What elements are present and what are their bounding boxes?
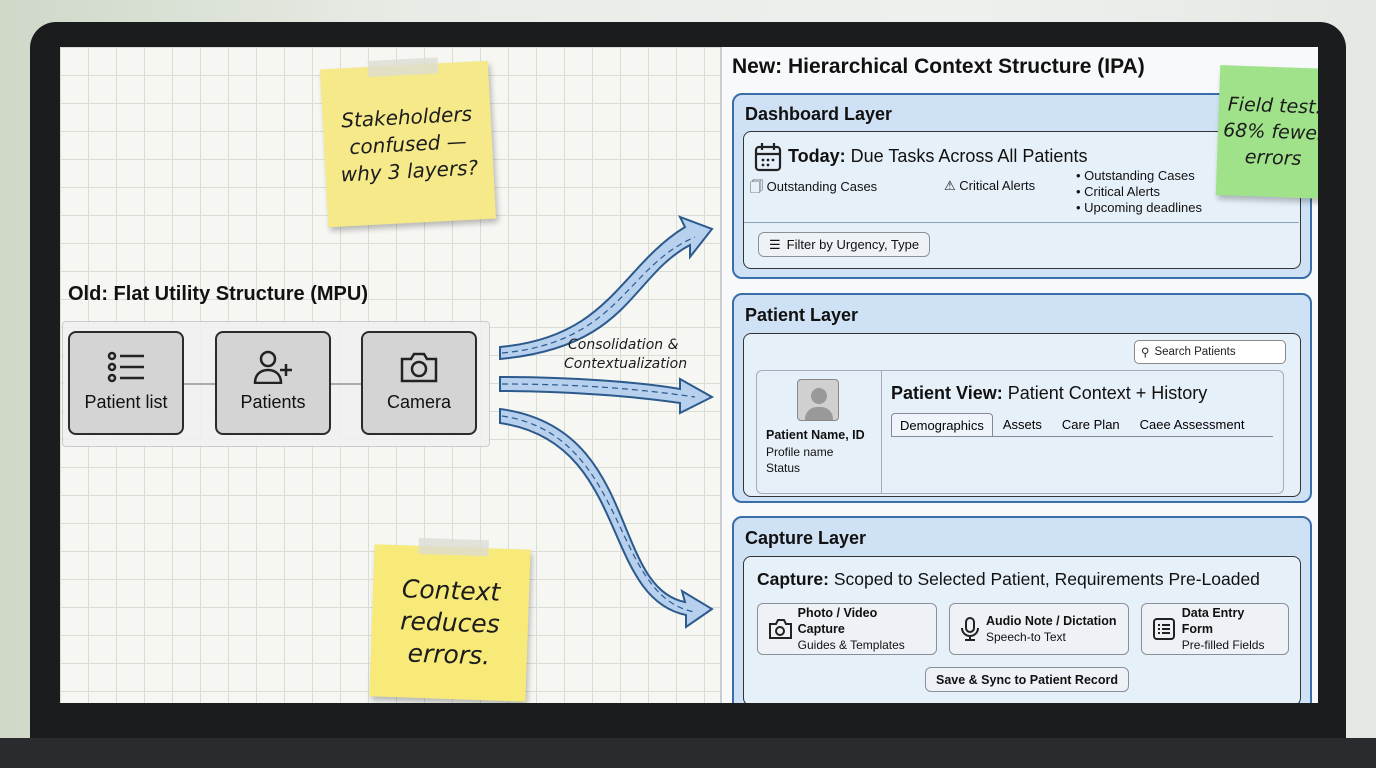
sticky-note-stakeholders: Stakeholders confused — why 3 layers? bbox=[319, 57, 497, 228]
outstanding-cases-item[interactable]: 🗍 Outstanding Cases bbox=[750, 179, 878, 194]
tab-assets[interactable]: Assets bbox=[1002, 417, 1042, 432]
patient-status: Status bbox=[766, 461, 801, 475]
bullet-item: • Outstanding Cases bbox=[1076, 168, 1195, 183]
old-structure-title: Old: Flat Utility Structure (MPU) bbox=[68, 283, 368, 305]
warning-icon: ⚠ bbox=[944, 178, 960, 193]
new-structure-title: New: Hierarchical Context Structure (IPA… bbox=[732, 55, 1145, 78]
dashboard-card: Today: Due Tasks Across All Patients 🗍 O… bbox=[743, 131, 1301, 269]
sticky-note-field-test: Field test: 68% fewer errors bbox=[1215, 65, 1318, 199]
capture-heading: Capture: Scoped to Selected Patient, Req… bbox=[757, 569, 1260, 589]
layer-label: Capture Layer bbox=[745, 528, 867, 548]
tile-camera[interactable]: Camera bbox=[361, 331, 477, 435]
tile-patients[interactable]: Patients bbox=[215, 331, 331, 435]
filter-button[interactable]: ☰Filter by Urgency, Type bbox=[758, 232, 931, 257]
bullet-item: • Upcoming deadlines bbox=[1076, 200, 1202, 215]
calendar-icon bbox=[754, 143, 782, 172]
patient-tabs: Demographics Assets Care Plan Caee Asses… bbox=[891, 413, 1273, 437]
bullet-item: • Critical Alerts bbox=[1076, 184, 1161, 199]
arrow-label: Contextualization bbox=[564, 356, 688, 372]
arrow-label: Consolidation & bbox=[568, 337, 679, 353]
critical-alerts-item[interactable]: ⚠ Critical Alerts bbox=[944, 178, 1036, 193]
divider bbox=[744, 222, 1299, 223]
note-line: Field test: bbox=[1227, 93, 1318, 119]
form-icon bbox=[1153, 618, 1175, 640]
patient-card: ⚲Search Patients Patient Name, ID Profil… bbox=[743, 333, 1301, 497]
tab-care-plan[interactable]: Care Plan bbox=[1061, 417, 1120, 432]
list-icon bbox=[107, 351, 144, 383]
note-line: errors bbox=[1244, 146, 1302, 170]
note-line: errors. bbox=[407, 638, 491, 671]
layer-label: Dashboard Layer bbox=[745, 104, 893, 124]
capture-layer: Capture Layer Capture: Scoped to Selecte… bbox=[732, 516, 1312, 703]
camera-icon bbox=[400, 352, 438, 383]
capture-card: Capture: Scoped to Selected Patient, Req… bbox=[743, 556, 1301, 703]
new-structure-panel: New: Hierarchical Context Structure (IPA… bbox=[720, 47, 1318, 703]
tile-label: Camera bbox=[386, 392, 452, 412]
flow-arrows bbox=[499, 215, 715, 629]
note-line: why 3 layers? bbox=[340, 154, 479, 187]
tape bbox=[418, 537, 489, 557]
note-line: reduces bbox=[399, 606, 501, 639]
microphone-icon bbox=[961, 617, 979, 641]
camera-icon bbox=[769, 619, 792, 639]
layer-label: Patient Layer bbox=[745, 305, 859, 325]
tab-care-assessment[interactable]: Caee Assessment bbox=[1139, 417, 1245, 432]
dashboard-layer: Dashboard Layer Today: Due Tasks Across … bbox=[732, 93, 1312, 279]
dashboard-heading: Today: Due Tasks Across All Patients bbox=[788, 146, 1088, 166]
patient-view: Patient Name, ID Profile name Status Pat… bbox=[756, 370, 1284, 494]
patient-layer: Patient Layer ⚲Search Patients Patient N… bbox=[732, 293, 1312, 503]
arrow-to-dashboard bbox=[499, 215, 714, 361]
tile-label: Patients bbox=[240, 392, 306, 412]
tile-label: Patient list bbox=[84, 392, 168, 412]
tape bbox=[367, 57, 439, 77]
patient-view-heading: Patient View: Patient Context + History bbox=[891, 383, 1208, 403]
save-sync-button[interactable]: Save & Sync to Patient Record bbox=[925, 667, 1130, 692]
laptop-base bbox=[0, 738, 1376, 768]
tab-demographics[interactable]: Demographics bbox=[891, 413, 993, 436]
arrow-to-patient bbox=[499, 375, 715, 415]
dashboard-bullets: • Outstanding Cases • Critical Alerts • … bbox=[1076, 168, 1202, 216]
screen: Old: Flat Utility Structure (MPU) Patien… bbox=[60, 47, 1318, 703]
note-line: 68% fewer bbox=[1222, 119, 1318, 145]
tile-patient-list[interactable]: Patient list bbox=[68, 331, 184, 435]
note-line: Context bbox=[401, 574, 501, 607]
patient-name: Patient Name, ID bbox=[766, 428, 865, 442]
search-patients-input[interactable]: ⚲Search Patients bbox=[1134, 340, 1286, 364]
old-structure-panel: Old: Flat Utility Structure (MPU) Patien… bbox=[60, 47, 720, 703]
filter-icon: ☰ bbox=[769, 236, 781, 252]
sticky-note-context: Context reduces errors. bbox=[369, 537, 531, 702]
avatar bbox=[797, 379, 839, 421]
case-icon: 🗍 bbox=[750, 179, 767, 194]
arrow-to-capture bbox=[499, 407, 714, 629]
profile-name: Profile name bbox=[766, 445, 834, 459]
search-icon: ⚲ bbox=[1141, 347, 1150, 359]
add-user-icon bbox=[253, 350, 292, 384]
divider bbox=[881, 371, 882, 493]
